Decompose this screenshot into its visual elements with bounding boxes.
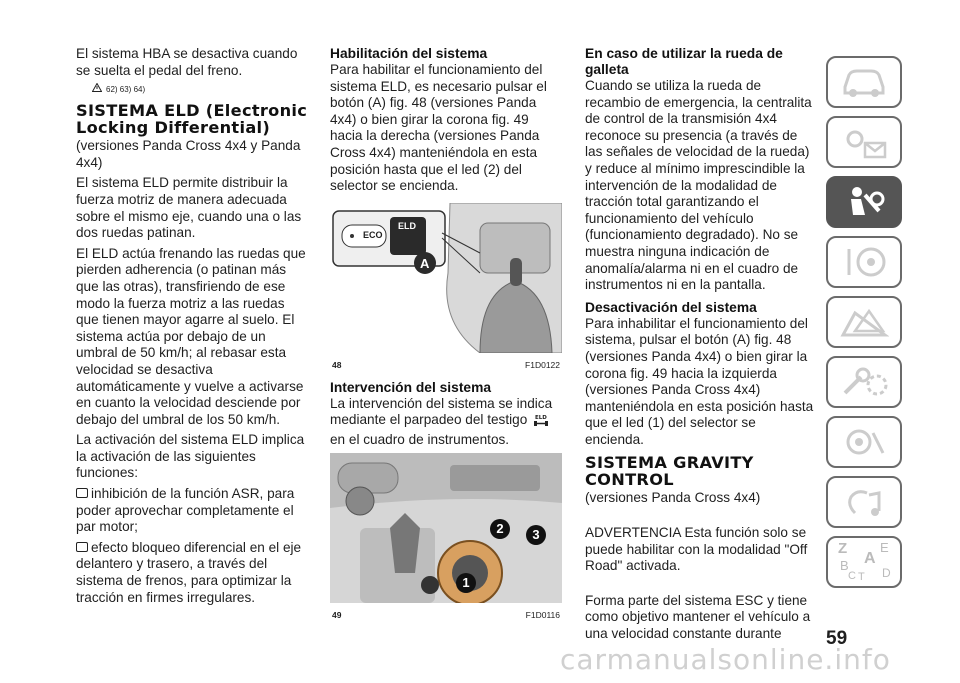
eld-heading: SISTEMA ELD (Electronic Locking Differen… (76, 101, 308, 138)
column-3: En caso de utilizar la rueda de galleta … (585, 46, 817, 647)
technical-data-icon (846, 429, 885, 455)
intervention-heading: Intervención del sistema (330, 379, 492, 395)
page-number: 59 (826, 628, 848, 649)
svg-text:ELD: ELD (535, 415, 547, 421)
maintenance-icon (843, 367, 888, 396)
activation-heading: Habilitación del sistema (330, 46, 488, 61)
warning-triangle-icon (840, 308, 889, 337)
index-letter: D (882, 566, 891, 580)
eld-activation-intro: La activación del sistema ELD implica la… (76, 432, 305, 481)
intervention-text: La intervención del sistema se indica me… (330, 395, 553, 447)
eco-button-label: ECO (363, 229, 383, 240)
tab-multimedia[interactable] (826, 476, 902, 528)
gravity-description: Forma parte del sistema ESC y tiene como… (585, 592, 811, 642)
callout-1: 1 (456, 572, 476, 593)
gear-selector-illustration (330, 452, 562, 606)
warning-triangle-icon (91, 82, 103, 94)
eld-operation: El ELD actúa frenando las ruedas que pie… (76, 245, 306, 427)
index-letter: E (880, 540, 889, 555)
tab-emergency[interactable] (826, 296, 902, 348)
index-letter: C (848, 570, 856, 582)
index-letter: T (858, 571, 865, 583)
tab-dashboard[interactable] (826, 116, 902, 168)
gravity-warning: ADVERTENCIA Esta función solo se puede h… (585, 525, 808, 574)
tab-vehicle[interactable] (826, 56, 902, 108)
gravity-versions: (versiones Panda Cross 4x4) (585, 490, 761, 506)
index-letter: B (840, 558, 849, 573)
tab-safety[interactable] (826, 176, 902, 228)
watermark: carmanualsonline.info (560, 643, 891, 676)
index-letter: Z (838, 540, 848, 557)
bullet-item-1: inhibición de la función ASR, para poder… (76, 486, 295, 535)
tab-technical-data[interactable] (826, 416, 902, 468)
warning-references: 62) 63) 64) (91, 82, 308, 95)
activation-text: Para habilitar el funcionamiento del sis… (330, 62, 547, 194)
spare-wheel-heading: En caso de utilizar la rueda de galleta (585, 46, 783, 77)
chapter-sidebar: Z E A B C T D (826, 56, 902, 596)
callout-3: 3 (526, 524, 546, 545)
eld-warning-light-icon: ELD (533, 413, 549, 432)
column-2: Habilitación del sistema Para habilitar … (330, 46, 563, 620)
starting-driving-icon (847, 247, 886, 277)
deactivation-heading: Desactivación del sistema (585, 299, 757, 315)
bullet-icon (76, 541, 88, 552)
tab-starting-driving[interactable] (826, 236, 902, 288)
eld-button-illustration (330, 202, 563, 354)
index-letter: A (864, 550, 876, 567)
references-text: 62) 63) 64) (106, 85, 146, 95)
callout-2: 2 (490, 518, 510, 539)
eld-versions: (versiones Panda Cross 4x4 y Panda 4x4) (76, 138, 301, 170)
spare-wheel-text: Cuando se utiliza la rueda de recambio d… (585, 78, 812, 293)
bullet-item-2: efecto bloqueo diferencial en el eje del… (76, 539, 302, 605)
callout-a: A (420, 255, 430, 271)
dashboard-lights-icon (846, 130, 887, 159)
hba-intro: El sistema HBA se desactiva cuando se su… (76, 46, 298, 78)
tab-maintenance[interactable] (826, 356, 902, 408)
eld-description: El sistema ELD permite distribuir la fue… (76, 175, 302, 241)
safety-icon (851, 187, 885, 215)
deactivation-text: Para inhabilitar el funcionamiento del s… (585, 315, 814, 447)
eld-button-label: ELD (398, 220, 416, 231)
car-icon (843, 69, 885, 97)
multimedia-icon (848, 490, 881, 516)
column-1: El sistema HBA se desactiva cuando se su… (76, 46, 308, 610)
bullet-icon (76, 488, 88, 499)
gravity-control-heading: SISTEMA GRAVITY CONTROL (585, 453, 754, 490)
tab-index[interactable]: Z E A B C T D (826, 536, 902, 588)
